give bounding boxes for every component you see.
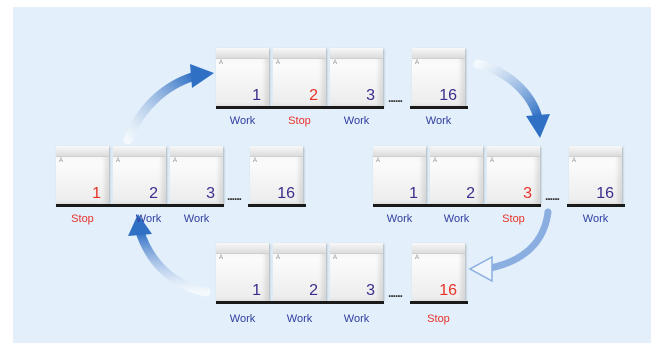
base-bar — [373, 204, 541, 207]
unit-number: 1 — [409, 185, 418, 202]
arrow-left-to-top — [123, 71, 200, 145]
unit-number: 3 — [523, 185, 532, 202]
status-label: Stop — [502, 213, 525, 225]
unit-number: 16 — [439, 87, 457, 104]
unit-number: 16 — [596, 185, 614, 202]
base-bar — [248, 204, 306, 207]
ellipsis: ...... — [388, 286, 403, 300]
unit-number: 2 — [466, 185, 475, 202]
base-bar — [56, 204, 224, 207]
arrow-bottom-to-left — [135, 227, 211, 297]
status-label: Work — [443, 213, 470, 225]
base-bar — [567, 204, 625, 207]
ellipsis: ...... — [545, 189, 560, 203]
base-bar — [410, 106, 468, 109]
unit-number: 3 — [206, 185, 215, 202]
status-label: Work — [229, 115, 256, 127]
unit-number: 2 — [149, 185, 158, 202]
status-label: Work — [386, 213, 413, 225]
arrow-top-to-right — [473, 59, 543, 123]
status-label: Work — [425, 115, 452, 127]
status-label: Stop — [288, 115, 311, 127]
arrow-right-to-bottom — [486, 208, 552, 272]
arrow-left-to-top-head — [190, 64, 214, 88]
unit-number: 3 — [366, 282, 375, 299]
arrow-top-to-right-head — [526, 114, 550, 138]
unit-number: 16 — [439, 282, 457, 299]
status-label: Work — [229, 313, 256, 325]
status-label: Work — [286, 313, 313, 325]
unit-number: 1 — [92, 185, 101, 202]
status-label: Work — [135, 213, 162, 225]
ellipsis: ...... — [388, 91, 403, 105]
base-bar — [410, 301, 468, 304]
status-label: Work — [343, 313, 370, 325]
status-label: Work — [582, 213, 609, 225]
status-label: Stop — [427, 313, 450, 325]
unit-number: 1 — [252, 282, 261, 299]
unit-number: 2 — [309, 87, 318, 104]
status-label: Work — [183, 213, 210, 225]
unit-number: 16 — [277, 185, 295, 202]
unit-number: 3 — [366, 87, 375, 104]
status-label: Stop — [71, 213, 94, 225]
ellipsis: ...... — [227, 189, 242, 203]
unit-number: 1 — [252, 87, 261, 104]
base-bar — [216, 106, 384, 109]
arrow-bottom-to-left-head — [128, 214, 152, 236]
base-bar — [216, 301, 384, 304]
unit-number: 2 — [309, 282, 318, 299]
status-label: Work — [343, 115, 370, 127]
arrow-right-to-bottom-head — [468, 255, 493, 283]
